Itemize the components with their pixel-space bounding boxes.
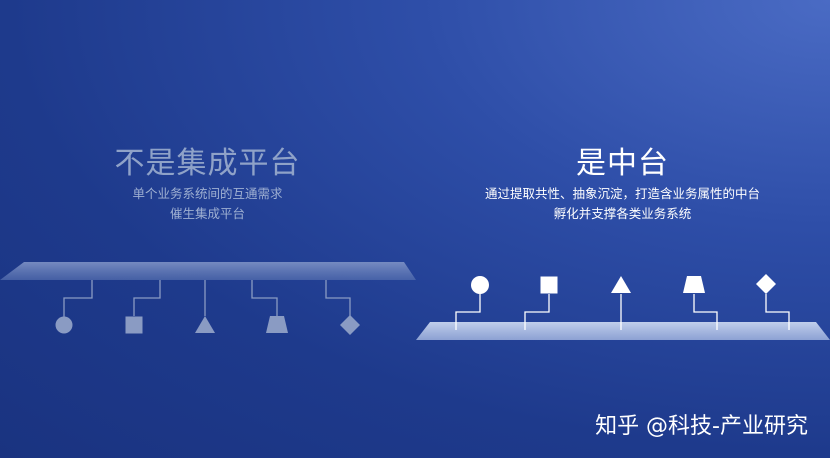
left-title: 不是集成平台 <box>114 146 301 181</box>
triangle-icon <box>195 316 215 333</box>
trapezoid-icon <box>683 276 705 293</box>
left-connectors <box>63 280 351 318</box>
integration-platform-plate <box>0 262 416 280</box>
right-subtitle-line-2: 孵化并支撑各类业务系统 <box>553 206 692 221</box>
middle-platform-plate <box>416 322 830 340</box>
right-connectors <box>455 294 790 330</box>
left-subtitle-line-1: 单个业务系统间的互通需求 <box>132 186 283 201</box>
trapezoid-icon <box>266 316 288 333</box>
diamond-icon <box>756 274 776 294</box>
square-icon <box>125 316 143 334</box>
diamond-icon <box>340 315 360 335</box>
triangle-icon <box>611 276 631 293</box>
circle-icon <box>55 316 73 334</box>
right-subtitle-line-1: 通过提取共性、抽象沉淀，打造含业务属性的中台 <box>484 186 760 201</box>
watermark: 知乎 @科技-产业研究 <box>595 414 808 439</box>
circle-icon <box>471 276 489 294</box>
right-title: 是中台 <box>576 146 669 181</box>
square-icon <box>540 276 558 294</box>
left-subtitle-line-2: 催生集成平台 <box>169 206 245 221</box>
